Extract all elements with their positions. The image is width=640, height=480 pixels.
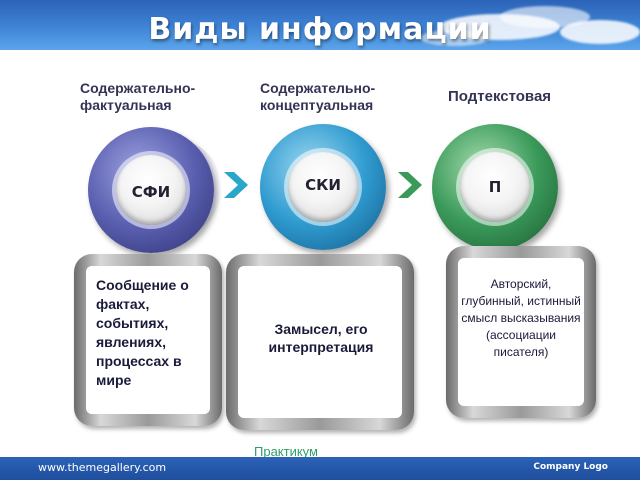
circle-ski: СКИ	[260, 124, 386, 250]
heading-conceptual: Содержательно- концептуальная	[260, 80, 376, 113]
footer-bar: www.themegallery.com Company Logo	[0, 457, 640, 480]
company-logo: Company Logo	[533, 462, 608, 472]
chevron-right-icon	[398, 172, 422, 198]
circle-sfi: СФИ	[88, 127, 214, 253]
circle-label-ski: СКИ	[305, 176, 341, 194]
footer-url: www.themegallery.com	[38, 461, 167, 474]
circle-label-sfi: СФИ	[131, 183, 171, 201]
heading-factual: Содержательно- фактуальная	[80, 80, 196, 113]
panel-text-conceptual: Замысел, его интерпретация	[268, 321, 374, 355]
panel-conceptual: Замысел, его интерпретация	[226, 254, 414, 430]
panel-text-subtext: Авторский, глубинный, истинный смысл выс…	[461, 277, 581, 359]
title-banner: Виды информации	[0, 0, 640, 50]
chevron-right-icon	[224, 172, 248, 198]
panel-factual: Сообщение о фактах, событиях, явлениях, …	[74, 254, 222, 426]
panel-subtext: Авторский, глубинный, истинный смысл выс…	[446, 246, 596, 418]
panel-text-factual: Сообщение о фактах, событиях, явлениях, …	[96, 277, 189, 388]
heading-subtext: Подтекстовая	[448, 88, 552, 105]
circle-p: П	[432, 124, 558, 250]
circle-label-p: П	[488, 178, 502, 196]
slide-title: Виды информации	[148, 12, 492, 47]
practicum-link[interactable]: Практикум	[254, 444, 318, 459]
